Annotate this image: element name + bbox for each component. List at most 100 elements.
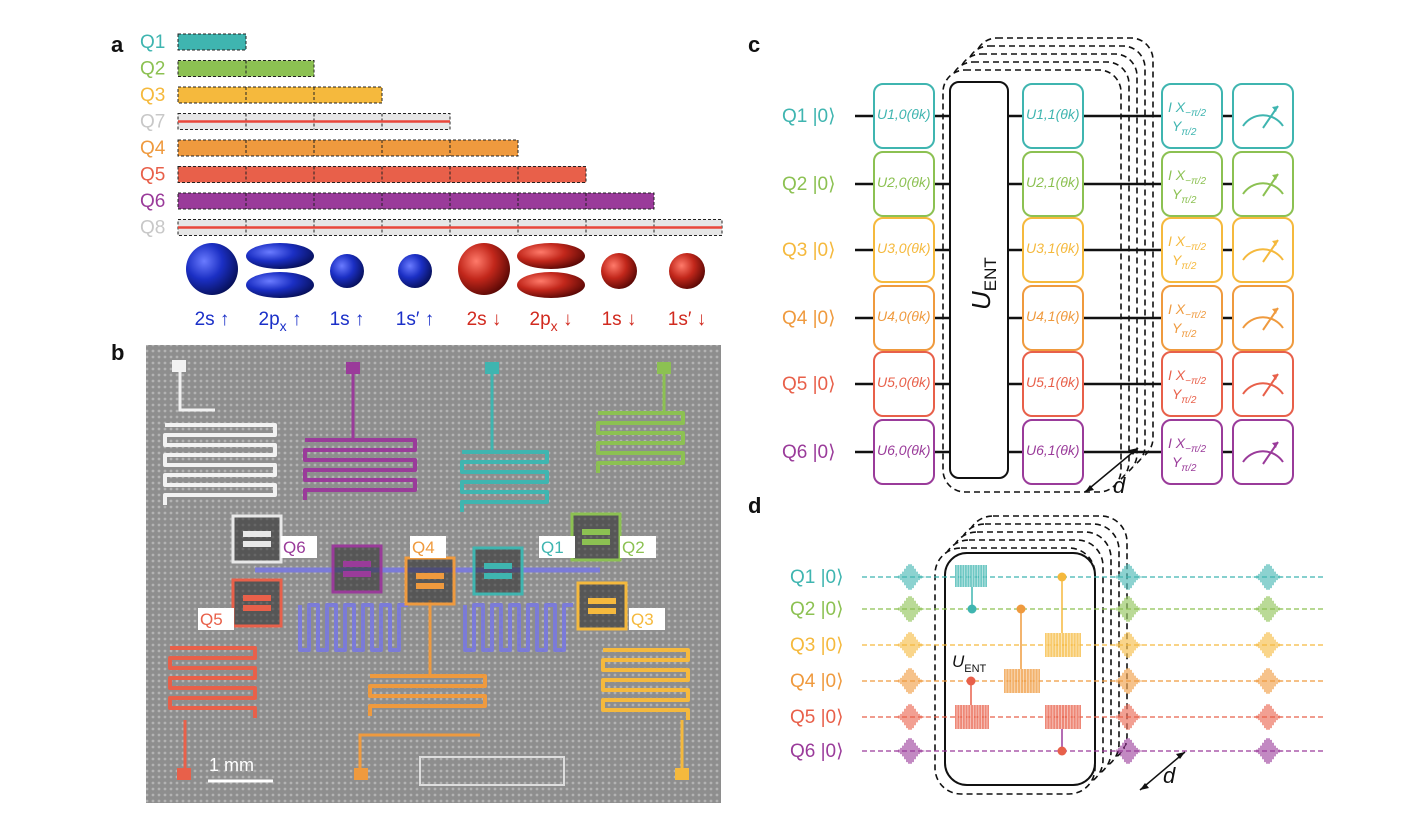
gate-second-label: U3,1(θk)	[1026, 240, 1080, 256]
gate-second	[1022, 83, 1084, 149]
gate-second	[1022, 151, 1084, 217]
qubit-label-bg	[629, 608, 665, 630]
depth-arrowhead	[1140, 783, 1149, 790]
feedline	[178, 370, 215, 412]
qubit-q1	[472, 546, 524, 596]
meter-arrowhead	[1272, 442, 1278, 448]
orbital-label: 1s′ ↓	[668, 309, 706, 330]
register-bar-q4	[177, 139, 519, 157]
register-bar-q3	[177, 86, 383, 104]
gate-first	[873, 351, 935, 417]
orbital-lobe-lower	[246, 272, 314, 298]
orbital-label: 2s ↑	[195, 309, 230, 330]
single-qubit-pulse	[894, 564, 926, 590]
meter-arrowhead	[1272, 174, 1278, 180]
readout-pulse	[1252, 704, 1284, 730]
feedline-q4	[358, 733, 480, 775]
cz-control-dot	[967, 604, 977, 614]
qubit-label-bg	[281, 536, 317, 558]
orbital-label: 1s′ ↑	[396, 309, 434, 330]
scale-bar-label: 1 mm	[209, 755, 254, 775]
circuit-diagram: Q1 |0⟩U1,0(θk)U1,1(θk)I X−π/2Yπ/2Q2 |0⟩U…	[782, 37, 1294, 498]
single-qubit-pulse	[1112, 738, 1144, 764]
qubit-white-pad-top	[243, 531, 271, 537]
basis-gate	[1161, 351, 1223, 417]
meter-arrowhead	[1272, 374, 1278, 380]
qubit-white	[231, 514, 283, 564]
meter-arc	[1242, 248, 1284, 261]
qubit-q3	[576, 581, 628, 631]
qubit-q2	[570, 512, 622, 562]
single-qubit-pulse	[1112, 596, 1144, 622]
pulse-qubit-label: Q4 |0⟩	[790, 671, 844, 692]
orbital-sphere	[458, 243, 510, 295]
single-qubit-pulse	[1112, 632, 1144, 658]
readout-pulse	[1252, 738, 1284, 764]
chip-wiring	[163, 360, 690, 780]
qubit-label-q8: Q8	[140, 218, 165, 239]
qubit-q3-pad-bottom	[588, 608, 616, 614]
orbital-sphere	[669, 253, 705, 289]
bond-pad	[675, 768, 689, 780]
qubit-q6	[331, 544, 383, 594]
single-qubit-pulse	[1112, 564, 1144, 590]
meter-arrowhead	[1272, 240, 1278, 246]
gate-first-label: U2,0(θk)	[877, 174, 931, 190]
orbital-label: 2px ↑	[259, 309, 302, 334]
entangler-box	[949, 81, 1009, 479]
cz-block-q3	[1045, 633, 1081, 657]
gate-second-label: U1,1(θk)	[1026, 106, 1080, 122]
meter-arc	[1242, 182, 1284, 195]
basis-gate	[1161, 151, 1223, 217]
chip-label-q4: Q4	[412, 538, 435, 557]
pulse-qubit-label: Q1 |0⟩	[790, 567, 844, 588]
orbital-sphere	[398, 254, 432, 288]
chip-label-q3: Q3	[631, 610, 654, 629]
qubit-label-q3: Q3	[140, 85, 165, 106]
single-qubit-pulse	[1112, 704, 1144, 730]
cz-block-q5b	[1045, 705, 1081, 729]
meter-arc	[1242, 114, 1284, 127]
qubit-label-q6: Q6	[140, 191, 165, 212]
meter-arc	[1242, 450, 1284, 463]
gate-first-label: U6,0(θk)	[877, 442, 931, 458]
single-qubit-pulse	[1112, 668, 1144, 694]
orbital-lobe-upper	[517, 243, 585, 269]
orbital-label: 2s ↓	[467, 309, 502, 330]
chip-logo	[419, 756, 565, 786]
circuit-qubit-label: Q2 |0⟩	[782, 174, 836, 195]
bond-pad	[485, 362, 499, 374]
orbital-lobe-lower	[517, 272, 585, 298]
gate-second-label: U2,1(θk)	[1026, 174, 1080, 190]
cz-control-dot	[1057, 572, 1067, 582]
gate-first-label: U3,0(θk)	[877, 240, 931, 256]
qubit-label-q5: Q5	[140, 165, 165, 186]
orbital-labels: 2s ↑2px ↑1s ↑1s′ ↑2s ↓2px ↓1s ↓1s′ ↓	[195, 309, 707, 334]
pulse-qubit-label: Q5 |0⟩	[790, 707, 844, 728]
qubit-label-q4: Q4	[140, 138, 166, 159]
panel-c: c Q1 |0⟩U1,0(θk)U1,1(θk)I X−π/2Yπ/2Q2 |0…	[748, 32, 1294, 498]
resonator-white	[163, 423, 277, 505]
chip-label-q2: Q2	[622, 538, 645, 557]
single-qubit-pulse	[894, 704, 926, 730]
qubit-label-q7: Q7	[140, 112, 165, 133]
qubit-q5-pad-bottom	[243, 605, 271, 611]
gate-second	[1022, 285, 1084, 351]
depth-arrowhead	[1129, 448, 1138, 455]
qubit-q2-pad-top	[582, 529, 610, 535]
gate-first	[873, 83, 935, 149]
circuit-qubit-label: Q6 |0⟩	[782, 442, 836, 463]
circuit-qubit-label: Q5 |0⟩	[782, 374, 836, 395]
cz-control-dot	[1016, 604, 1026, 614]
qubit-q5-pad-top	[243, 595, 271, 601]
resonator-q1	[460, 450, 549, 512]
qubit-label-bg	[198, 608, 234, 630]
gate-first-label: U1,0(θk)	[877, 106, 931, 122]
depth-arrowhead	[1176, 752, 1185, 759]
chip-label-q6: Q6	[283, 538, 306, 557]
chip-label-q5: Q5	[200, 610, 223, 629]
meter-arrowhead	[1272, 308, 1278, 314]
orbital-sphere	[330, 254, 364, 288]
